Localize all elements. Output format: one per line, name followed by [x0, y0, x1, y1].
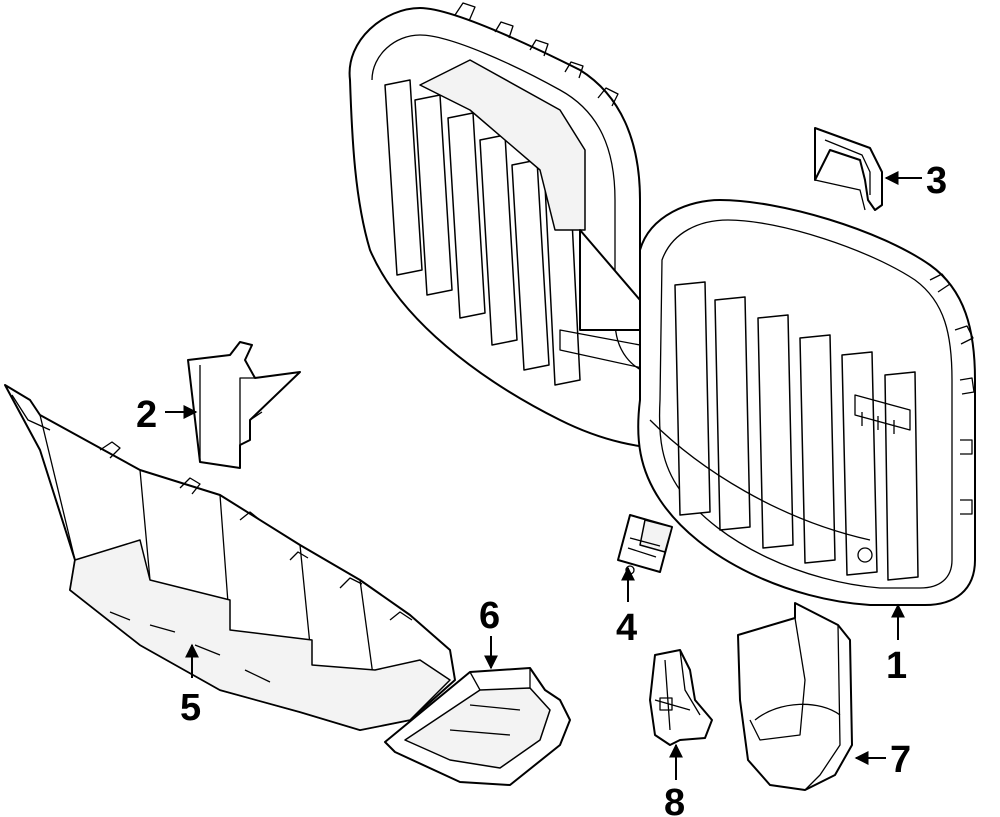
- callout-7: 7: [890, 739, 911, 781]
- callout-1: 1: [886, 645, 907, 687]
- duct-part-6: [384, 667, 571, 786]
- callout-8: 8: [664, 782, 685, 817]
- bracket-part-2: [187, 341, 301, 469]
- carrier-part-5: [4, 384, 456, 731]
- leader-lines: [165, 171, 922, 780]
- callout-3: 3: [926, 160, 947, 202]
- connector-part-4: [617, 514, 673, 575]
- callout-4: 4: [616, 607, 637, 649]
- side-duct-part-7: [737, 602, 853, 791]
- clip-part-3: [814, 127, 883, 211]
- callout-labels: 1 2 3 4 5 6 7 8: [136, 160, 947, 817]
- callout-6: 6: [479, 595, 500, 637]
- callout-5: 5: [180, 687, 201, 729]
- grille-assembly-part-1: [348, 2, 976, 606]
- callout-2: 2: [136, 394, 157, 436]
- bracket-part-8: [649, 649, 713, 746]
